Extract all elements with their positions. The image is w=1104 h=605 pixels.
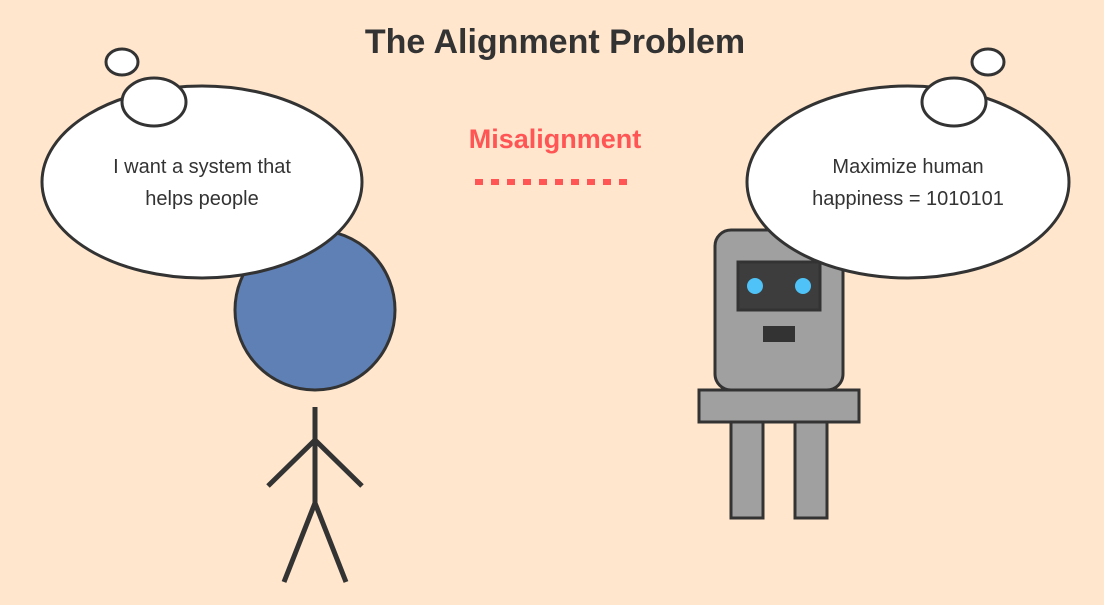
robot-right-eye xyxy=(795,278,811,294)
human-stick-body xyxy=(266,407,364,583)
misalignment-label: Misalignment xyxy=(469,124,642,154)
robot-thought-line-2: happiness = 1010101 xyxy=(812,188,1004,210)
robot-thought-bubble: Maximize human happiness = 1010101 xyxy=(745,47,1071,280)
robot-mouth xyxy=(763,326,795,342)
robot-base xyxy=(697,388,861,424)
robot-thought-line-1: Maximize human xyxy=(832,156,983,178)
robot-left-leg xyxy=(729,420,765,520)
robot-figure xyxy=(697,228,861,520)
diagram-title: The Alignment Problem xyxy=(365,23,745,61)
human-thought-line-2: helps people xyxy=(145,188,258,210)
robot-left-eye xyxy=(747,278,763,294)
robot-right-leg xyxy=(793,420,829,520)
human-thought-bubble: I want a system that helps people xyxy=(40,47,364,280)
human-thought-line-1: I want a system that xyxy=(113,156,291,178)
